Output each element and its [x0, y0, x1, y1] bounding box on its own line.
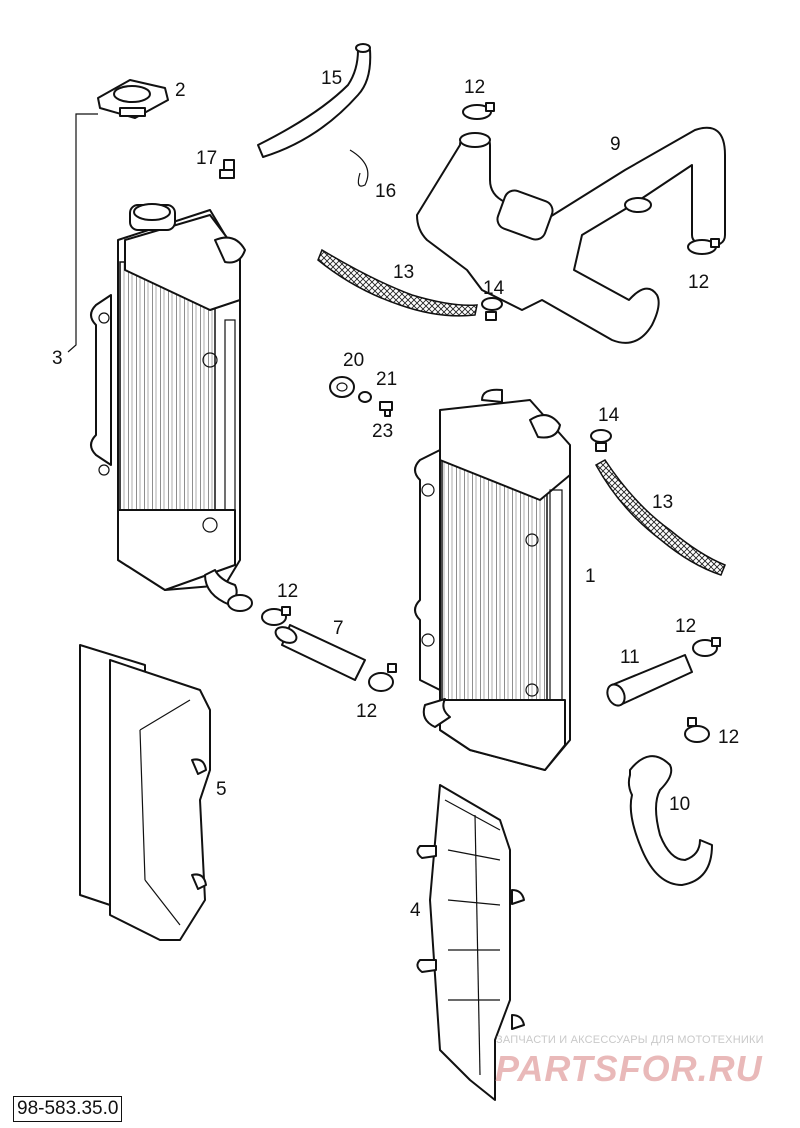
radiator-cap — [97, 79, 169, 119]
clamp-14-upper — [481, 297, 503, 321]
callout-20: 20 — [343, 350, 364, 371]
clamp-11-top — [692, 637, 721, 657]
callout-16: 16 — [375, 181, 396, 202]
callout-15: 15 — [321, 68, 342, 89]
callout-13-upper: 13 — [393, 262, 414, 283]
callout-13-right: 13 — [652, 492, 673, 513]
callout-14-right: 14 — [598, 405, 620, 426]
callout-9: 9 — [610, 134, 621, 155]
clamp-7-bottom — [368, 663, 397, 692]
washer-21 — [358, 391, 372, 403]
callout-4: 4 — [410, 900, 421, 921]
watermark-tagline: ЗАПЧАСТИ И АКСЕССУАРЫ ДЛЯ МОТОТЕХНИКИ — [496, 1034, 764, 1046]
bolt-23 — [379, 401, 393, 417]
right-shroud — [416, 784, 525, 1101]
callout-11: 11 — [620, 647, 640, 668]
clamp-11-bottom — [684, 717, 710, 743]
clip-16 — [349, 149, 369, 187]
left-shroud — [79, 644, 211, 941]
callout-12-right-top: 12 — [688, 272, 709, 293]
hose-10 — [627, 755, 713, 886]
callout-23: 23 — [372, 421, 393, 442]
mesh-hose-13-right — [594, 459, 726, 576]
left-radiator — [90, 203, 253, 612]
callout-12-top: 12 — [464, 77, 485, 98]
y-hose — [416, 126, 726, 344]
hose-15 — [257, 43, 372, 158]
leader-line-cap — [67, 113, 98, 353]
callout-17: 17 — [196, 148, 217, 169]
mesh-hose-13-upper — [317, 248, 478, 317]
hose-clamp-right-top — [687, 238, 720, 255]
hose-11 — [606, 654, 693, 707]
clamp-14-right — [590, 429, 612, 452]
callout-21: 21 — [376, 369, 397, 390]
document-number: 98-583.35.0 — [13, 1096, 123, 1122]
grommet-20 — [329, 376, 355, 398]
bolt-17 — [219, 159, 235, 179]
callout-7: 7 — [333, 618, 344, 639]
callout-12-hose7-bottom: 12 — [356, 701, 377, 722]
callout-14-upper: 14 — [483, 278, 505, 299]
callout-1: 1 — [585, 566, 596, 587]
callout-3: 3 — [52, 348, 63, 369]
hose-clamp-top — [462, 102, 495, 120]
right-radiator — [414, 388, 571, 771]
hose-7 — [274, 624, 366, 681]
clamp-7-top — [261, 606, 291, 626]
callout-12-hose11-top: 12 — [675, 616, 696, 637]
callout-10: 10 — [669, 794, 690, 815]
watermark-logo: PARTSFOR.RU — [495, 1048, 763, 1089]
callout-12-hose11-bottom: 12 — [718, 727, 739, 748]
callout-2: 2 — [175, 80, 186, 101]
callout-12-hose7-top: 12 — [277, 581, 298, 602]
callout-5: 5 — [216, 779, 227, 800]
